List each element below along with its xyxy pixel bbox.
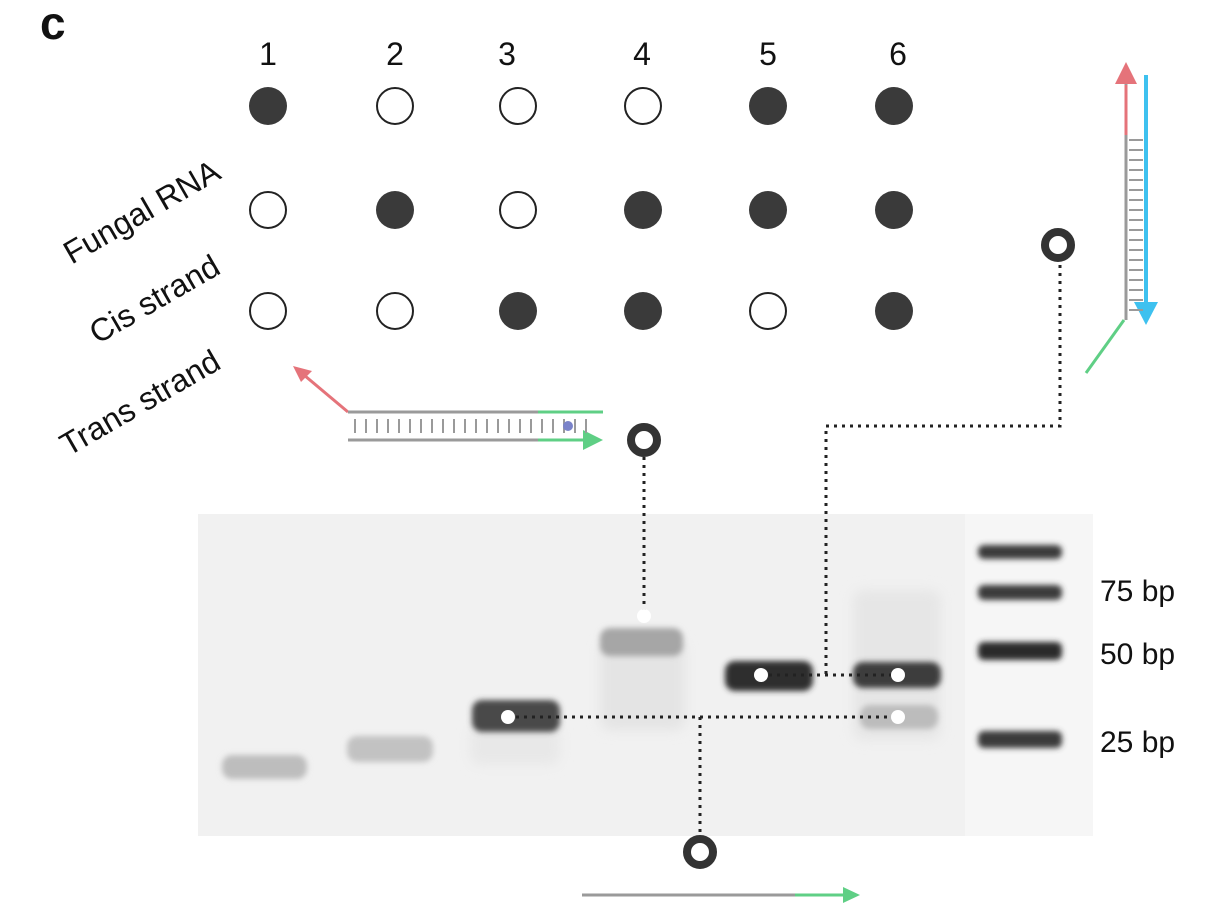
presence-dot-row2-lane4 [624, 191, 662, 229]
presence-dot-row3-lane1 [249, 292, 287, 330]
lane-number-2: 2 [386, 36, 404, 72]
presence-dot-row1-lane6 [875, 87, 913, 125]
gel-band-lane-1 [222, 755, 307, 779]
triple-complex-schematic [293, 366, 603, 450]
lane-number-5: 5 [759, 36, 777, 72]
presence-dot-row3-lane2 [376, 292, 414, 330]
gel-band-lane-4 [600, 628, 683, 656]
endpoint-lane5-upper [754, 668, 768, 682]
rna-arrowhead-up [1115, 62, 1137, 84]
presence-dot-row1-lane1 [249, 87, 287, 125]
lane-number-3: 3 [498, 36, 516, 72]
gel-image [198, 514, 1093, 836]
connector-trans-duplex [824, 265, 1062, 675]
mismatch-dot [563, 421, 573, 431]
presence-dot-row3-lane6 [875, 292, 913, 330]
presence-dot-row2-lane6 [875, 191, 913, 229]
endpoint-lane6-upper [891, 668, 905, 682]
ladder-band-25bp [978, 731, 1062, 748]
marker-label-25bp: 25 bp [1100, 726, 1176, 759]
lane-number-6: 6 [889, 36, 907, 72]
presence-dot-row3-lane5 [749, 292, 787, 330]
presence-dot-row2-lane2 [376, 191, 414, 229]
ring-marker-cis-duplex [1041, 228, 1075, 262]
presence-dot-row2-lane1 [249, 191, 287, 229]
green-arrowhead [843, 887, 860, 903]
presence-dot-row1-lane2 [376, 87, 414, 125]
trans-strand-arrowhead [583, 430, 603, 450]
ring-markers [627, 228, 1075, 869]
marker-label-75bp: 75 bp [1100, 575, 1176, 608]
rna-tail [297, 368, 349, 414]
connector-endpoints [501, 609, 905, 724]
endpoint-lane4 [637, 609, 651, 623]
duplex-rungs-vertical [1129, 139, 1143, 311]
rna-arrowhead [293, 366, 312, 382]
presence-dot-row2-lane5 [749, 191, 787, 229]
presence-dot-row1-lane5 [749, 87, 787, 125]
endpoint-lane3 [501, 710, 515, 724]
lane-4-smear [600, 640, 685, 730]
ring-marker-single-strand [683, 835, 717, 869]
presence-dot-row3-lane3 [499, 292, 537, 330]
cis-arrowhead-down [1134, 302, 1158, 325]
ring-marker-triple-complex [627, 423, 661, 457]
marker-label-50bp: 50 bp [1100, 638, 1176, 671]
presence-dot-row1-lane4 [624, 87, 662, 125]
ladder-band-top [978, 545, 1062, 559]
lane-number-4: 4 [633, 36, 651, 72]
presence-dot-row3-lane4 [624, 292, 662, 330]
lane-3-smear [470, 725, 560, 765]
trans-tail [1084, 319, 1126, 374]
endpoint-lane6-lower [891, 710, 905, 724]
duplex-rungs [354, 419, 587, 433]
presence-dot-row1-lane3 [499, 87, 537, 125]
panel-label: c [40, 0, 66, 49]
ladder-band-50bp [978, 642, 1062, 660]
cis-duplex-schematic [1084, 62, 1158, 374]
gel-band-lane-2 [347, 736, 433, 762]
presence-dot-grid [249, 87, 913, 330]
lane-number-1: 1 [259, 36, 277, 72]
connector-lines [508, 265, 1062, 835]
ladder-band-75bp [978, 585, 1062, 600]
presence-dot-row2-lane3 [499, 191, 537, 229]
single-strand-schematic [582, 887, 860, 903]
ladder-lane-area [965, 514, 1093, 836]
